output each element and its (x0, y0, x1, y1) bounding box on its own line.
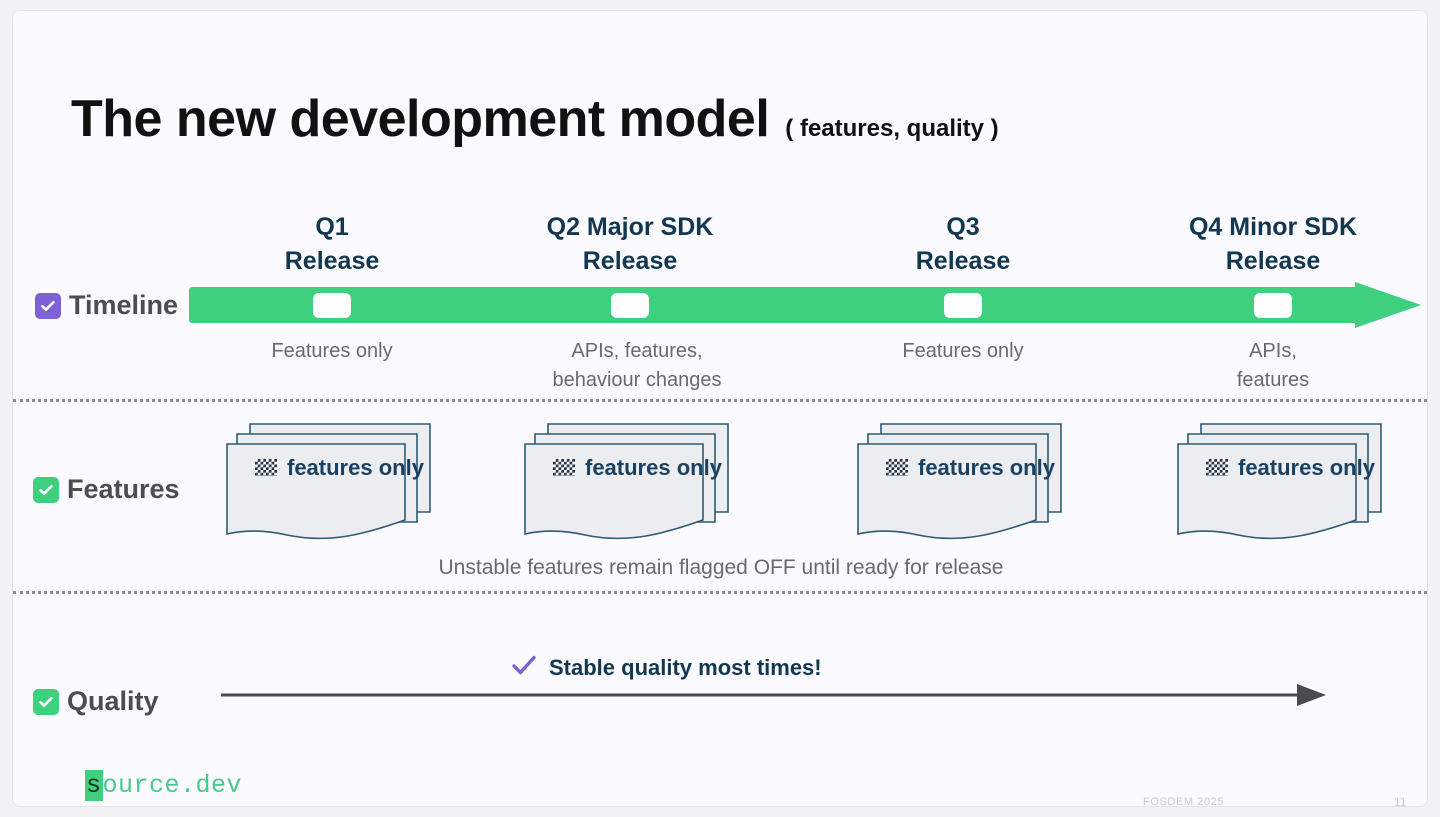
checkerboard-icon (255, 459, 277, 476)
row-label-quality-text: Quality (67, 686, 159, 716)
quarter-desc-q1: Features only (271, 340, 393, 362)
logo-highlight-char: s (85, 770, 103, 801)
feature-card-stack-q4: features only (1176, 416, 1426, 541)
checkbox-checked-icon[interactable] (33, 476, 59, 503)
feature-card-stack-q3: features only (856, 416, 1106, 541)
section-divider-top (13, 399, 1427, 402)
footer-event-name: FOSDEM 2025 (1143, 796, 1225, 807)
checkerboard-icon (1206, 459, 1228, 476)
timeline-arrow-head-icon (1355, 282, 1421, 328)
timeline-bar (189, 282, 1421, 328)
slide: The new development model ( features, qu… (12, 10, 1428, 807)
feature-card-label: features only (1206, 454, 1391, 483)
section-divider-bottom (13, 591, 1427, 594)
quarter-desc-q2: APIs, features,behaviour changes (552, 340, 722, 391)
logo-rest: ource.dev (102, 771, 243, 800)
row-label-timeline: Timeline (35, 290, 178, 321)
timeline-marker-q3[interactable] (944, 293, 982, 318)
quarter-desc-q4: APIs,features (1236, 340, 1310, 391)
feature-card-text: features only (918, 455, 1055, 480)
quality-arrow (221, 679, 1326, 711)
source-dev-logo: source.dev (85, 770, 243, 801)
timeline-marker-q4[interactable] (1254, 293, 1292, 318)
feature-card-stack-q2: features only (523, 416, 773, 541)
timeline-marker-q2[interactable] (611, 293, 649, 318)
page-title: The new development model ( features, qu… (71, 89, 999, 149)
features-caption: Unstable features remain flagged OFF unt… (438, 556, 1004, 579)
quality-note: Stable quality most times! (511, 654, 822, 681)
footer-page-number: 11 (1394, 795, 1407, 807)
row-label-quality: Quality (33, 686, 159, 717)
checkbox-checked-icon[interactable] (35, 292, 61, 319)
feature-card-label: features only (886, 454, 1071, 483)
title-main: The new development model (71, 90, 770, 148)
checkbox-checked-icon[interactable] (33, 688, 59, 715)
feature-card-label: features only (255, 454, 440, 483)
checkerboard-icon (886, 459, 908, 476)
row-label-features: Features (33, 474, 180, 505)
feature-card-label: features only (553, 454, 738, 483)
checkerboard-icon (553, 459, 575, 476)
quarter-desc-q3: Features only (902, 340, 1024, 362)
timeline-marker-q1[interactable] (313, 293, 351, 318)
feature-card-text: features only (585, 455, 722, 480)
feature-card-text: features only (287, 455, 424, 480)
row-label-features-text: Features (67, 474, 180, 504)
check-mark-icon (511, 654, 537, 681)
title-subtitle: ( features, quality ) (785, 115, 999, 142)
feature-card-stack-q1: features only (225, 416, 475, 541)
timeline-bar-track (189, 287, 1369, 323)
row-label-timeline-text: Timeline (69, 290, 179, 320)
feature-card-text: features only (1238, 455, 1375, 480)
quality-note-text: Stable quality most times! (549, 654, 822, 680)
